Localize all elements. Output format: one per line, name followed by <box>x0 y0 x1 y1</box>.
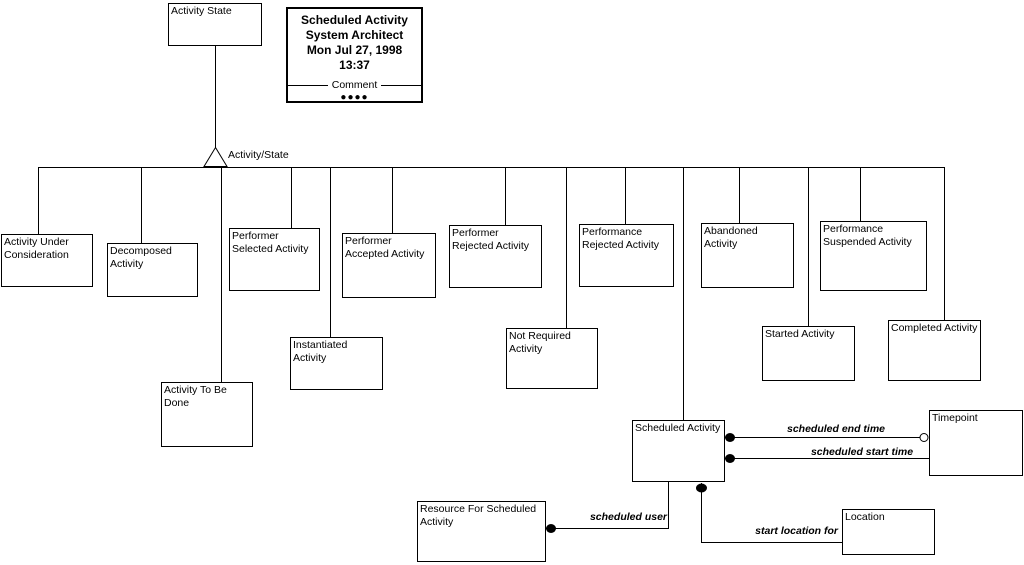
cardinality-ring-end-time <box>919 433 929 442</box>
cardinality-dot-start-location <box>696 483 707 493</box>
comment-separator: Comment <box>288 79 422 91</box>
node-activity-under-consideration[interactable]: Activity Under Consideration <box>1 234 93 287</box>
title-date: Mon Jul 27, 1998 <box>306 43 403 57</box>
node-completed-activity[interactable]: Completed Activity <box>888 320 981 381</box>
node-started-activity[interactable]: Started Activity <box>762 326 855 381</box>
node-activity-state[interactable]: Activity State <box>168 3 262 46</box>
node-scheduled-activity[interactable]: Scheduled Activity <box>632 420 725 482</box>
title-diagram-name: Scheduled Activity <box>301 13 408 27</box>
comment-rule-right <box>381 85 422 86</box>
comment-label: Comment <box>331 79 378 91</box>
title-tool-name: System Architect <box>305 28 404 42</box>
title-time: 13:37 <box>339 58 370 72</box>
node-performer-accepted-activity[interactable]: Performer Accepted Activity <box>342 233 436 298</box>
cardinality-dot-scheduled-user <box>546 524 556 533</box>
node-abandoned-activity[interactable]: Abandoned Activity <box>701 223 794 288</box>
relationship-label-scheduled-user: scheduled user <box>589 511 667 523</box>
comment-rule-left <box>288 85 328 86</box>
branch-label: Activity/State <box>228 149 289 161</box>
title-comment-box[interactable]: Scheduled Activity System Architect Mon … <box>286 7 423 103</box>
cardinality-dot-start-time <box>725 454 735 463</box>
node-decomposed-activity[interactable]: Decomposed Activity <box>107 243 198 297</box>
connector-start-location-for <box>701 483 842 543</box>
node-activity-to-be-done[interactable]: Activity To Be Done <box>161 382 253 447</box>
node-instantiated-activity[interactable]: Instantiated Activity <box>290 337 383 390</box>
relationship-label-scheduled-start-time: scheduled start time <box>810 446 914 458</box>
comment-dots-icon: ●●●● <box>340 92 369 103</box>
node-timepoint[interactable]: Timepoint <box>929 410 1023 476</box>
tree-drop-lines <box>38 167 945 422</box>
cardinality-dot-end-time <box>725 433 735 442</box>
relationship-label-scheduled-end-time: scheduled end time <box>786 423 886 435</box>
relationship-label-start-location-for: start location for <box>755 525 838 537</box>
node-resource-for-scheduled-activity[interactable]: Resource For Scheduled Activity <box>417 501 546 562</box>
node-performance-suspended-activity[interactable]: Performance Suspended Activity <box>820 221 927 291</box>
branch-triangle-icon <box>203 146 228 167</box>
connector-scheduled-user <box>546 481 669 529</box>
node-performer-rejected-activity[interactable]: Performer Rejected Activity <box>449 225 542 288</box>
node-performance-rejected-activity[interactable]: Performance Rejected Activity <box>579 224 674 287</box>
node-location[interactable]: Location <box>842 509 935 555</box>
node-performer-selected-activity[interactable]: Performer Selected Activity <box>229 228 320 291</box>
node-not-required-activity[interactable]: Not Required Activity <box>506 328 598 389</box>
